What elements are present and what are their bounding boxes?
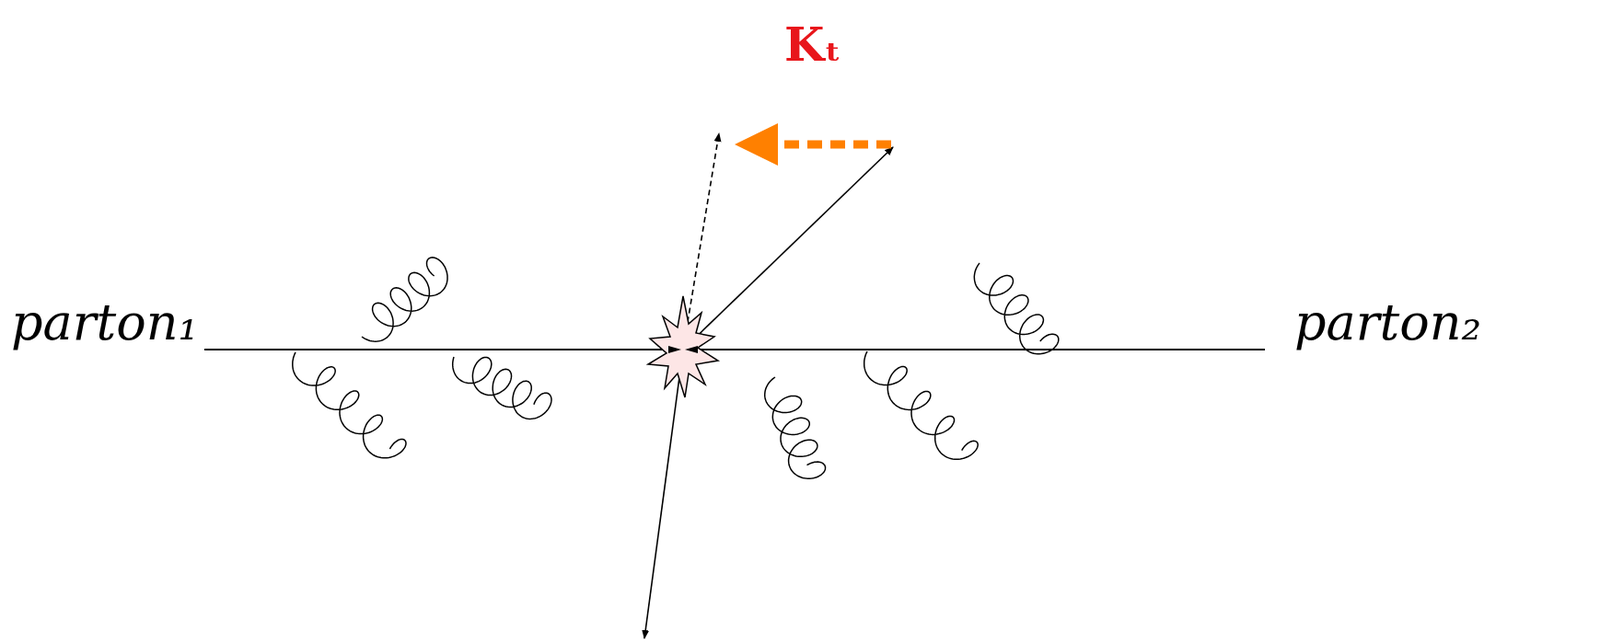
- gluon-line: [973, 263, 1059, 355]
- incoming-heads: [668, 346, 698, 354]
- momentum-label: Kₜ: [784, 22, 842, 69]
- shifted-outgoing-parton: [683, 133, 719, 350]
- gluon-line: [452, 357, 552, 419]
- gluon-line: [864, 351, 978, 460]
- collision-burst: [648, 296, 719, 398]
- kt-shift-arrow: [773, 140, 892, 150]
- kt-arrow-head: [734, 123, 778, 166]
- gluon-line: [765, 377, 826, 479]
- beam-line: [204, 348, 1265, 351]
- gluon-line: [361, 257, 448, 342]
- gluon-group: [292, 257, 1059, 479]
- parton-label: parton₂: [1294, 298, 1482, 348]
- outgoing-parton: [683, 147, 893, 350]
- recoil-parton: [644, 349, 684, 639]
- parton-label: parton₁: [11, 298, 198, 348]
- gluon-line: [292, 352, 406, 459]
